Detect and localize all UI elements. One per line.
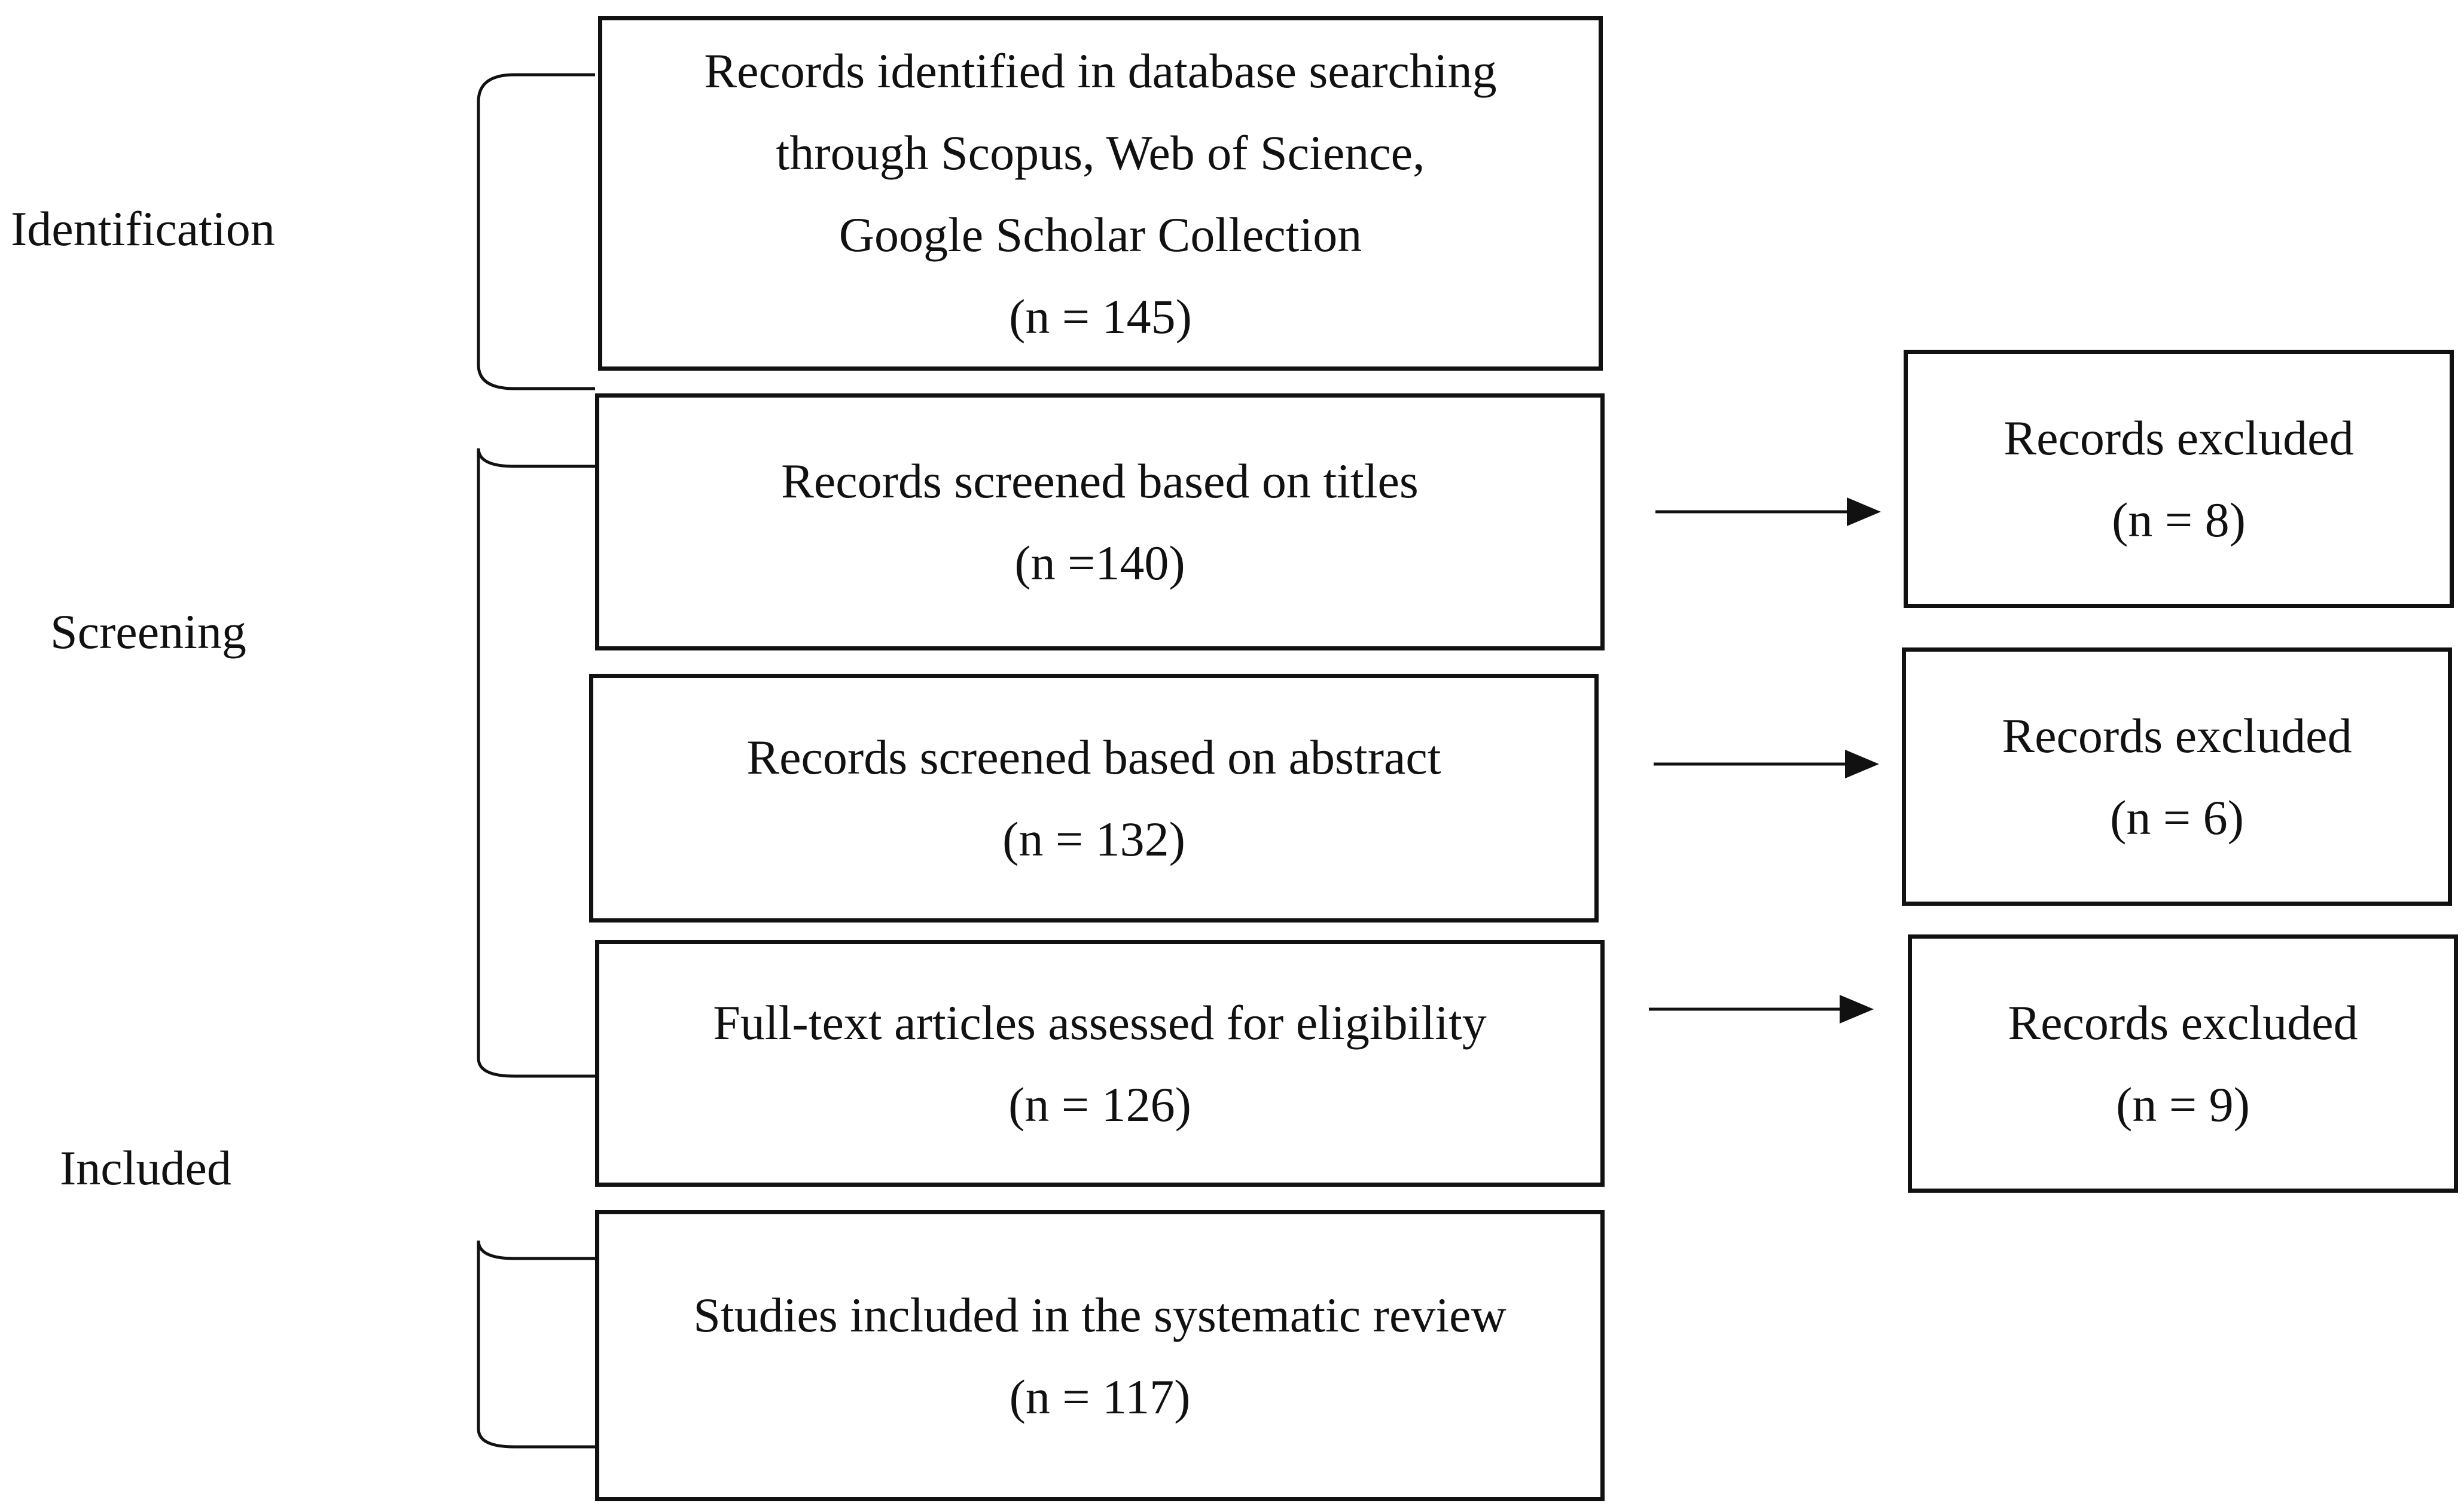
arrowhead-2 [1845, 750, 1879, 778]
screening-bracket [477, 448, 595, 1078]
identification-bracket [477, 73, 595, 390]
box-count: (n =140) [1014, 536, 1185, 590]
box-text-line: Records excluded [2002, 708, 2352, 763]
arrowhead-3 [1840, 995, 1874, 1024]
excluded-box-abstract: Records excluded (n = 6) [1902, 647, 2452, 906]
box-count: (n = 126) [1008, 1077, 1191, 1132]
title-screening-box: Records screened based on titles (n =140… [595, 393, 1605, 650]
arrowhead-1 [1847, 497, 1881, 526]
box-text-line: through Scopus, Web of Science, [776, 125, 1425, 180]
phase-label-included: Included [60, 1141, 231, 1195]
phase-label-identification: Identification [11, 201, 275, 256]
included-studies-box: Studies included in the systematic revie… [595, 1210, 1605, 1501]
abstract-screening-box: Records screened based on abstract (n = … [589, 674, 1599, 922]
box-text-line: Records screened based on abstract [746, 730, 1441, 784]
box-text-line: Records excluded [2008, 995, 2358, 1050]
box-text-line: Full-text articles assessed for eligibil… [713, 995, 1487, 1050]
box-text-line: Records screened based on titles [781, 454, 1419, 508]
excluded-box-titles: Records excluded (n = 8) [1904, 350, 2454, 608]
included-bracket [477, 1240, 595, 1449]
identification-box: Records identified in database searching… [598, 16, 1603, 371]
box-count: (n = 6) [2110, 790, 2244, 845]
box-count: (n = 145) [1009, 289, 1192, 344]
phase-label-screening: Screening [50, 604, 246, 659]
box-count: (n = 117) [1009, 1369, 1191, 1424]
box-text-line: Google Scholar Collection [838, 207, 1362, 262]
box-text-line: Studies included in the systematic revie… [693, 1287, 1507, 1342]
box-text-line: Records identified in database searching [704, 43, 1497, 98]
box-count: (n = 132) [1002, 812, 1185, 866]
box-count: (n = 9) [2116, 1077, 2250, 1132]
box-count: (n = 8) [2112, 493, 2246, 547]
excluded-box-full-text: Records excluded (n = 9) [1908, 934, 2458, 1193]
full-text-eligibility-box: Full-text articles assessed for eligibil… [595, 940, 1605, 1187]
box-text-line: Records excluded [2003, 411, 2354, 465]
